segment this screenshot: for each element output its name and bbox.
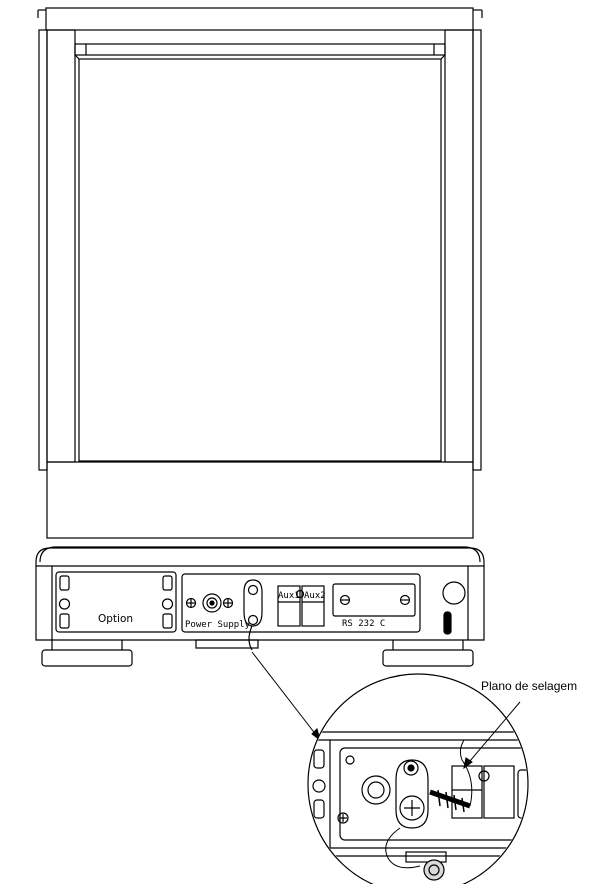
connector-panel [181,573,421,651]
callout-label: Plano de selagem [481,679,577,693]
draft-shield [37,7,483,563]
option-label: Option [98,613,133,625]
balance-base [35,547,485,667]
callout-leader [463,701,521,770]
detail-view [307,673,529,884]
aux2-label: Aux2 [304,591,326,601]
rs232-label: RS 232 C [342,619,385,629]
aux1-label: Aux1 [278,591,300,601]
power-supply-label: Power Supply [185,620,251,630]
option-module [55,571,177,633]
detail-leader [251,651,321,742]
level-indicator [442,581,466,635]
